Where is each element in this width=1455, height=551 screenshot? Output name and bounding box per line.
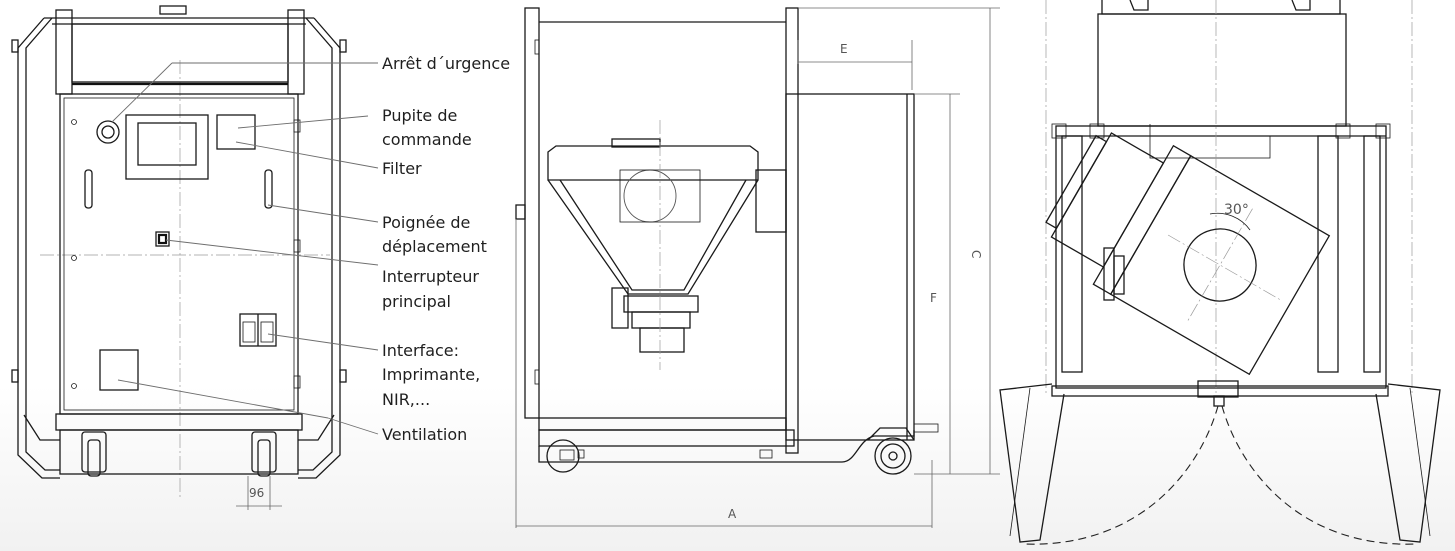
label-main-switch-line-2: principal <box>382 292 451 311</box>
label-ventilation: Ventilation <box>382 425 468 444</box>
label-handle-line-1: Poignée de <box>382 213 471 232</box>
top-view: 30° <box>999 0 1441 545</box>
dimension-c: C <box>969 250 983 258</box>
label-filter: Filter <box>382 159 422 178</box>
dimension-f: F <box>930 291 937 305</box>
label-control-panel-line-2: commande <box>382 130 472 149</box>
dimension-e: E <box>840 42 848 56</box>
label-handle-line-2: déplacement <box>382 237 487 256</box>
dimension-a: A <box>728 507 737 521</box>
side-view: E F C A <box>515 7 1000 528</box>
label-main-switch-line-1: Interrupteur <box>382 267 479 286</box>
label-control-panel-line-1: Pupite de <box>382 106 458 125</box>
label-interface-line-2: Imprimante, <box>382 365 481 384</box>
label-interface-line-3: NIR,... <box>382 390 431 409</box>
label-emergency-stop: Arrêt d´urgence <box>382 54 511 73</box>
front-view: 96 <box>11 5 379 510</box>
dimension-96: 96 <box>249 486 264 500</box>
label-interface-line-1: Interface: <box>382 341 460 360</box>
tilt-angle-label: 30° <box>1224 202 1249 218</box>
